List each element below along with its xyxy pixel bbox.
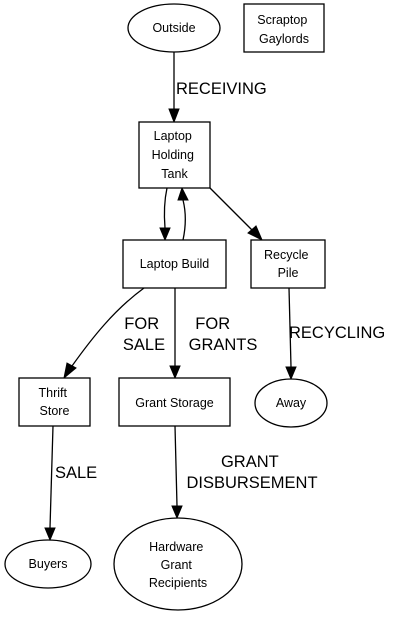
edge-laptop-build-to-holding-tank [182,199,186,241]
node-hardware-grant-recipients-label: Hardware Grant Recipients [149,540,207,590]
arrowhead-grant-storage-to-recipients [171,505,183,520]
node-laptop-holding-tank-line1: Laptop [154,129,192,143]
edge-holding-tank-to-laptop-build [163,187,168,229]
edge-label-for-grants-line2: GRANTS [189,336,258,354]
node-laptop-holding-tank-shape [138,121,211,189]
node-recycle-pile-line2: Pile [278,266,299,280]
edge-label-for-grants: FOR GRANTS [189,315,258,354]
edge-grant-storage-to-recipients [174,425,178,507]
arrowhead-holding-tank-to-recycle-pile [247,225,263,242]
node-hardware-grant-recipients-line3: Recipients [149,576,207,590]
arrowhead-holding-tank-to-laptop-build [159,227,171,242]
node-thrift-store-shape [18,377,91,427]
edge-label-sale: SALE [55,464,97,482]
node-grant-storage-label: Grant Storage [135,396,214,410]
node-laptop-holding-tank-line2: Holding [152,148,194,162]
node-thrift-store-label: Thrift Store [39,386,71,418]
node-buyers-shape [4,539,92,589]
node-laptop-holding-tank-label: Laptop Holding Tank [152,129,198,181]
arrowhead-laptop-build-to-grant-storage [169,365,181,380]
node-scraptop-gaylords-label: Scraptop Gaylords [257,13,311,46]
edge-laptop-build-to-thrift-store [71,287,145,367]
arrowhead-recycle-pile-to-away [285,366,297,381]
arrowhead-outside-to-holding-tank [168,108,180,124]
node-hardware-grant-recipients-line2: Grant [161,558,193,572]
edge-label-for-grants-line1: FOR [195,315,230,333]
node-grant-storage: Grant Storage [118,377,231,427]
node-recycle-pile-shape [250,239,326,289]
node-away-label: Away [276,396,307,410]
node-outside-shape [127,3,221,53]
node-scraptop-gaylords-line1: Scraptop [257,13,307,27]
node-hardware-grant-recipients-line1: Hardware [149,540,203,554]
arrowhead-laptop-build-to-holding-tank [177,186,189,201]
edge-holding-tank-to-recycle-pile [209,187,253,231]
node-outside-label: Outside [152,21,195,35]
edge-label-for-sale-line2: SALE [123,336,165,354]
node-buyers-label: Buyers [29,557,68,571]
edges [44,52,297,542]
node-buyers: Buyers [4,539,92,589]
edge-label-recycling: RECYCLING [289,324,385,342]
arrowhead-laptop-build-to-thrift-store [63,362,77,380]
node-laptop-build: Laptop Build [122,239,227,289]
node-laptop-holding-tank-line3: Tank [161,167,188,181]
edge-label-grant-disbursement-line2: DISBURSEMENT [186,474,317,492]
node-recycle-pile-line1: Recycle [264,248,309,262]
arrowhead-thrift-store-to-buyers [44,527,56,542]
node-scraptop-gaylords-shape [243,3,325,53]
node-thrift-store-line1: Thrift [39,386,68,400]
node-hardware-grant-recipients-shape [113,517,243,611]
node-scraptop-gaylords: Scraptop Gaylords [243,3,325,53]
edge-labels: RECEIVING FOR SALE FOR GRANTS RECYCLING … [55,80,385,492]
node-thrift-store-line2: Store [40,404,70,418]
edge-recycle-pile-to-away [288,287,292,368]
node-laptop-holding-tank: Laptop Holding Tank [138,121,211,189]
edge-label-for-sale-line1: FOR [124,315,159,333]
edge-label-grant-disbursement-line1: GRANT [221,453,279,471]
edge-label-grant-disbursement: GRANT DISBURSEMENT [186,453,317,492]
node-recycle-pile-label: Recycle Pile [264,248,312,280]
node-away: Away [254,378,328,428]
node-recycle-pile: Recycle Pile [250,239,326,289]
edge-thrift-store-to-buyers [49,425,54,529]
node-laptop-build-shape [122,239,227,289]
node-thrift-store: Thrift Store [18,377,91,427]
node-outside: Outside [127,3,221,53]
node-laptop-build-label: Laptop Build [140,257,210,271]
node-scraptop-gaylords-line2: Gaylords [259,32,309,46]
node-away-shape [254,378,328,428]
edge-label-receiving: RECEIVING [176,80,267,98]
node-hardware-grant-recipients: Hardware Grant Recipients [113,517,243,611]
edge-label-for-sale: FOR SALE [123,315,165,354]
node-grant-storage-shape [118,377,231,427]
